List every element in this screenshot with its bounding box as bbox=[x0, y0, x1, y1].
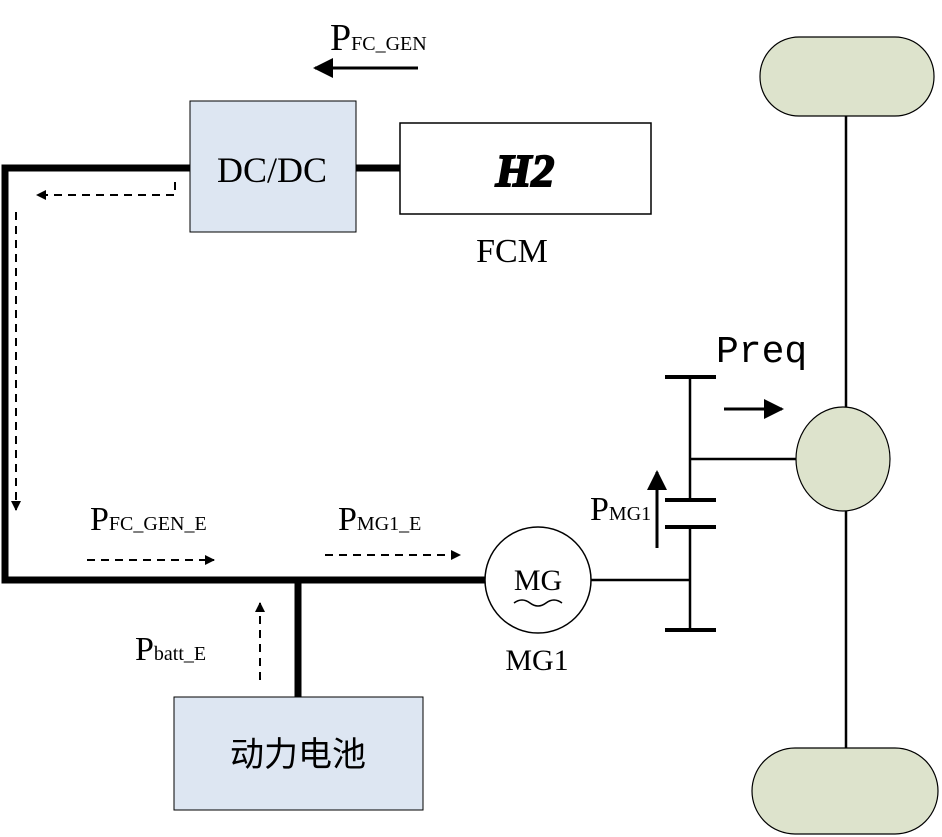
flow-preq: Preq bbox=[716, 331, 807, 419]
bus-fc-to-motor bbox=[1, 164, 492, 584]
h2-symbol: H2 bbox=[495, 145, 555, 196]
differential bbox=[795, 406, 891, 512]
svg-text:PMG1: PMG1 bbox=[590, 491, 651, 528]
motor-caption: MG1 bbox=[505, 644, 568, 677]
flow-dashed-left bbox=[11, 182, 176, 511]
dcdc-label: DC/DC bbox=[217, 150, 327, 190]
preq-label: Preq bbox=[716, 331, 807, 374]
svg-text:PFC_GEN: PFC_GEN bbox=[330, 17, 427, 59]
fc-gen-e-main: P bbox=[90, 501, 109, 538]
electrical-bus bbox=[1, 164, 492, 701]
batt-e-sub: batt_E bbox=[154, 643, 206, 665]
motor-mg1: MG MG1 bbox=[484, 526, 592, 677]
flow-fc-gen: PFC_GEN bbox=[313, 17, 427, 78]
mg1-e-sub: MG1_E bbox=[357, 513, 421, 535]
flow-batt-e: Pbatt_E bbox=[135, 602, 265, 680]
flow-mg1-e: PMG1_E bbox=[325, 501, 461, 560]
fcm-caption: FCM bbox=[476, 233, 548, 270]
fuel-cell-block: H2 FCM bbox=[399, 122, 652, 270]
dcdc-block: DC/DC bbox=[189, 100, 357, 233]
svg-text:PMG1_E: PMG1_E bbox=[338, 501, 421, 538]
motor-inner-label: MG bbox=[514, 564, 562, 597]
battery-label: 动力电池 bbox=[230, 735, 366, 775]
batt-e-main: P bbox=[135, 631, 154, 668]
svg-text:PFC_GEN_E: PFC_GEN_E bbox=[90, 501, 207, 538]
flow-fc-gen-e: PFC_GEN_E bbox=[87, 501, 215, 565]
mg1-main: P bbox=[590, 491, 609, 528]
fc-gen-sub: FC_GEN bbox=[351, 33, 427, 55]
mg1-sub: MG1 bbox=[609, 503, 651, 525]
fc-gen-e-sub: FC_GEN_E bbox=[109, 513, 207, 535]
wheel-rear bbox=[751, 747, 939, 835]
fc-gen-main: P bbox=[330, 17, 351, 59]
wheel-front bbox=[759, 36, 935, 117]
battery-block: 动力电池 bbox=[173, 696, 424, 811]
svg-text:Pbatt_E: Pbatt_E bbox=[135, 631, 206, 668]
motor-wave-symbol bbox=[513, 599, 563, 607]
gear-train bbox=[591, 375, 796, 632]
flow-mg1: PMG1 bbox=[590, 470, 667, 548]
mg1-e-main: P bbox=[338, 501, 357, 538]
vehicle-drivetrain bbox=[751, 36, 939, 835]
